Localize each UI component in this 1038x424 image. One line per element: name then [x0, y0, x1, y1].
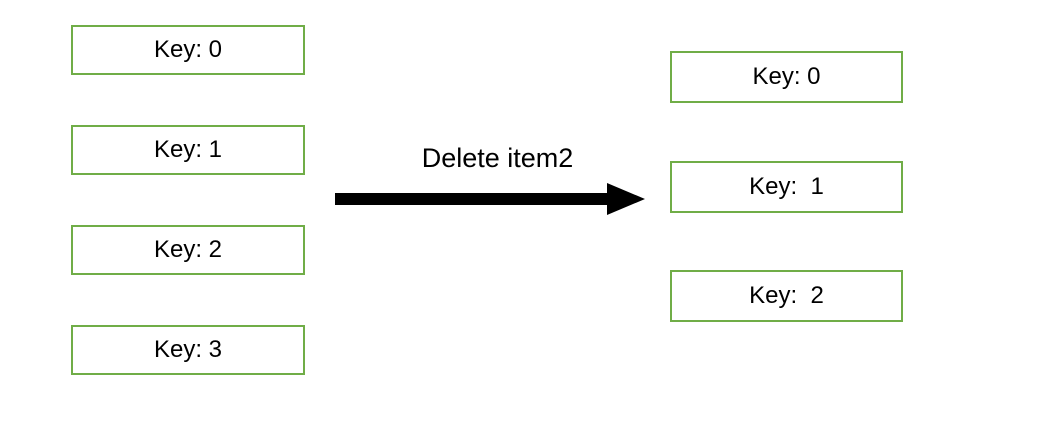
key-label: Key: 2: [153, 236, 223, 263]
left-key-box-3: Key: 3: [71, 325, 305, 375]
left-key-box-0: Key: 0: [71, 25, 305, 75]
key-label: Key: 3: [153, 336, 223, 363]
key-label: Key: 2: [749, 282, 824, 309]
left-key-box-2: Key: 2: [71, 225, 305, 275]
key-label: Key: 1: [153, 136, 223, 163]
right-arrow-icon: [335, 183, 645, 215]
transition-label: Delete item2: [421, 143, 574, 173]
right-key-box-2: Key: 2: [670, 270, 903, 322]
left-key-box-1: Key: 1: [71, 125, 305, 175]
right-key-box-0: Key: 0: [670, 51, 903, 103]
key-label: Key: 0: [752, 63, 821, 90]
right-key-box-1: Key: 1: [670, 161, 903, 213]
key-label: Key: 1: [749, 173, 824, 200]
key-label: Key: 0: [153, 36, 223, 63]
